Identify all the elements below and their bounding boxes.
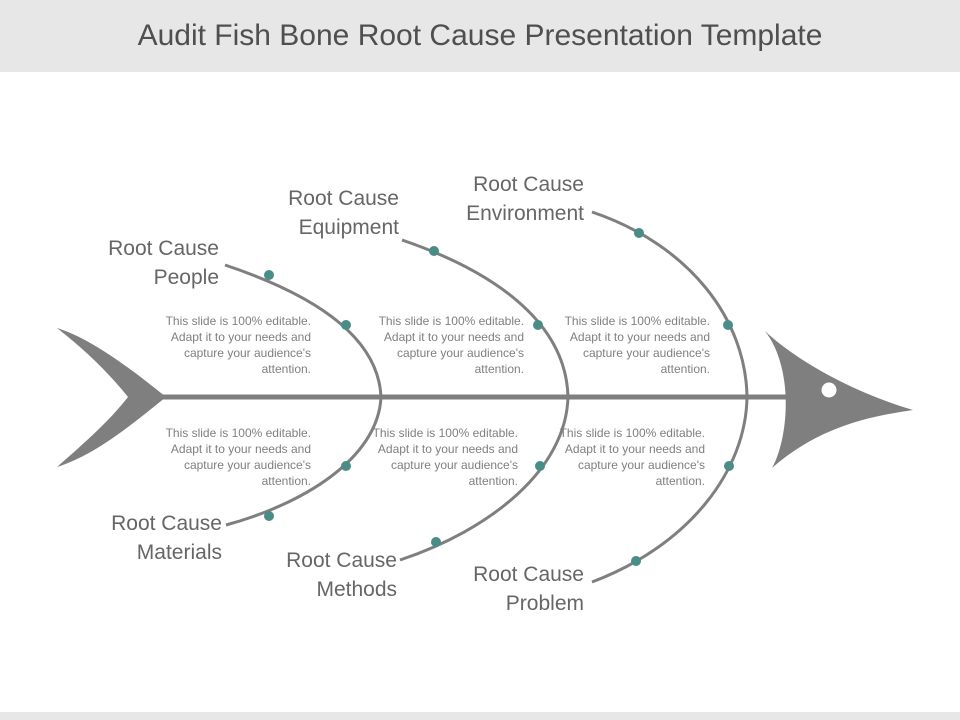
fish-head bbox=[765, 331, 913, 468]
bone-environment bbox=[591, 210, 749, 398]
dot bbox=[724, 461, 734, 471]
description-text: This slide is 100% editable. Adapt it to… bbox=[564, 314, 710, 376]
description-text: This slide is 100% editable. Adapt it to… bbox=[372, 426, 518, 488]
dot bbox=[341, 461, 351, 471]
dot bbox=[535, 461, 545, 471]
description-text: This slide is 100% editable. Adapt it to… bbox=[378, 314, 524, 376]
dot bbox=[264, 511, 274, 521]
description-text: This slide is 100% editable. Adapt it to… bbox=[165, 314, 311, 376]
dot bbox=[634, 228, 644, 238]
bone-people bbox=[224, 263, 383, 398]
description-text: This slide is 100% editable. Adapt it to… bbox=[165, 426, 311, 488]
fish-tail bbox=[57, 328, 166, 467]
dot bbox=[723, 320, 733, 330]
bone-materials bbox=[225, 396, 383, 527]
dot bbox=[533, 320, 543, 330]
dot bbox=[431, 537, 441, 547]
bone-methods bbox=[399, 396, 570, 562]
dot bbox=[264, 270, 274, 280]
dot bbox=[631, 556, 641, 566]
dot bbox=[429, 246, 439, 256]
dot bbox=[341, 320, 351, 330]
footer-bar bbox=[0, 712, 960, 720]
title-bar bbox=[0, 0, 960, 72]
page-title: Audit Fish Bone Root Cause Presentation … bbox=[137, 19, 823, 52]
bone-problem bbox=[591, 396, 749, 584]
description-text: This slide is 100% editable. Adapt it to… bbox=[559, 426, 705, 488]
